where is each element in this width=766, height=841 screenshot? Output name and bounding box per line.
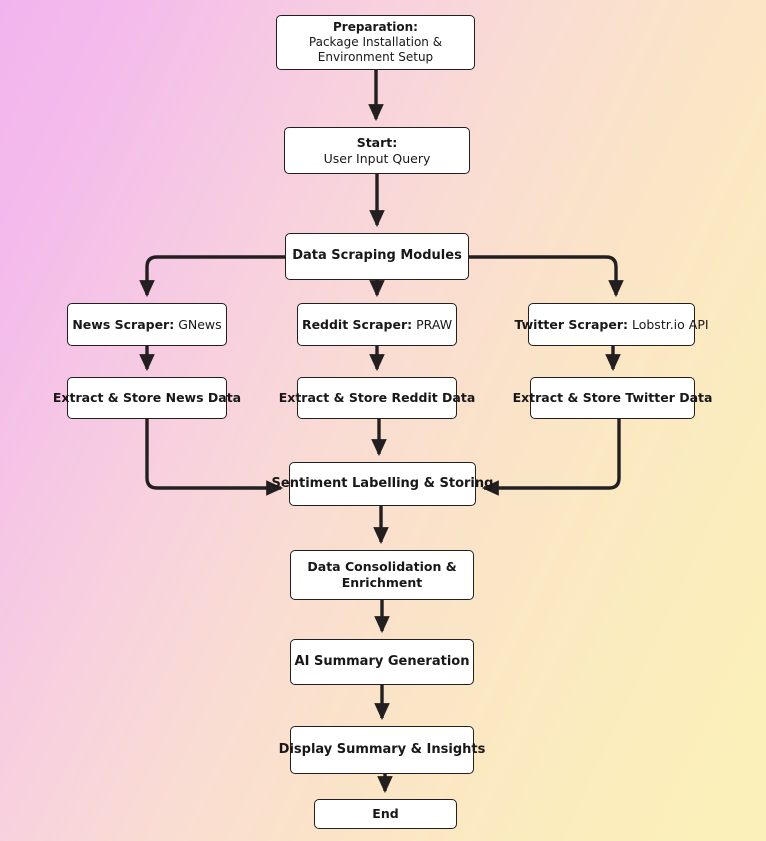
node-reddit-scraper-value: PRAW — [412, 316, 453, 332]
node-news-scraper-title: News Scraper: — [72, 316, 175, 332]
node-end-label: End — [372, 806, 399, 822]
node-data-scraping-modules[interactable]: Data Scraping Modules — [285, 233, 469, 280]
node-twitter-scraper-title: Twitter Scraper: — [514, 316, 628, 332]
node-start-line2: User Input Query — [323, 150, 431, 166]
node-display-summary-insights-label: Display Summary & Insights — [278, 741, 486, 757]
node-extract-store-twitter-data-label: Extract & Store Twitter Data — [512, 390, 713, 406]
edge-scraping-to-twitter-scraper — [469, 255, 624, 298]
node-sentiment-labelling-storing[interactable]: Sentiment Labelling & Storing — [272, 462, 493, 506]
edge-extract-twitter-to-sentiment — [481, 419, 621, 496]
node-preparation-title: Preparation: — [332, 20, 418, 34]
node-extract-store-reddit-data-label: Extract & Store Reddit Data — [278, 390, 476, 406]
node-ai-summary-generation[interactable]: AI Summary Generation — [290, 639, 474, 685]
node-reddit-scraper-title: Reddit Scraper: — [301, 316, 413, 332]
node-twitter-scraper-value: Lobstr.io API — [628, 316, 709, 332]
node-preparation-line3: Environment Setup — [317, 50, 434, 64]
node-reddit-scraper[interactable]: Reddit Scraper: PRAW — [297, 303, 457, 346]
node-start-title: Start: — [356, 134, 398, 150]
node-end[interactable]: End — [314, 799, 457, 829]
edge-scraping-to-news-scraper — [139, 255, 285, 298]
node-twitter-scraper[interactable]: Twitter Scraper: Lobstr.io API — [514, 303, 709, 346]
node-data-consolidation-enrichment[interactable]: Data Consolidation & Enrichment — [290, 550, 474, 600]
node-ai-summary-generation-label: AI Summary Generation — [294, 653, 470, 669]
node-preparation-line2: Package Installation & — [308, 35, 443, 49]
node-display-summary-insights[interactable]: Display Summary & Insights — [279, 726, 485, 774]
node-extract-store-news-data-label: Extract & Store News Data — [52, 390, 242, 406]
node-data-consolidation-line2: Enrichment — [341, 575, 423, 590]
node-extract-store-twitter-data[interactable]: Extract & Store Twitter Data — [513, 377, 712, 419]
node-news-scraper[interactable]: News Scraper: GNews — [67, 303, 227, 346]
node-data-consolidation-line1: Data Consolidation & — [307, 559, 457, 575]
node-news-scraper-value: GNews — [174, 316, 222, 332]
node-sentiment-labelling-storing-label: Sentiment Labelling & Storing — [271, 475, 494, 491]
edge-extract-news-to-sentiment — [145, 419, 284, 496]
node-extract-store-news-data[interactable]: Extract & Store News Data — [53, 377, 241, 419]
node-data-scraping-modules-label: Data Scraping Modules — [292, 248, 462, 264]
node-preparation[interactable]: Preparation: Package Installation & Envi… — [276, 15, 475, 70]
node-start[interactable]: Start: User Input Query — [284, 127, 470, 174]
node-extract-store-reddit-data[interactable]: Extract & Store Reddit Data — [279, 377, 475, 419]
